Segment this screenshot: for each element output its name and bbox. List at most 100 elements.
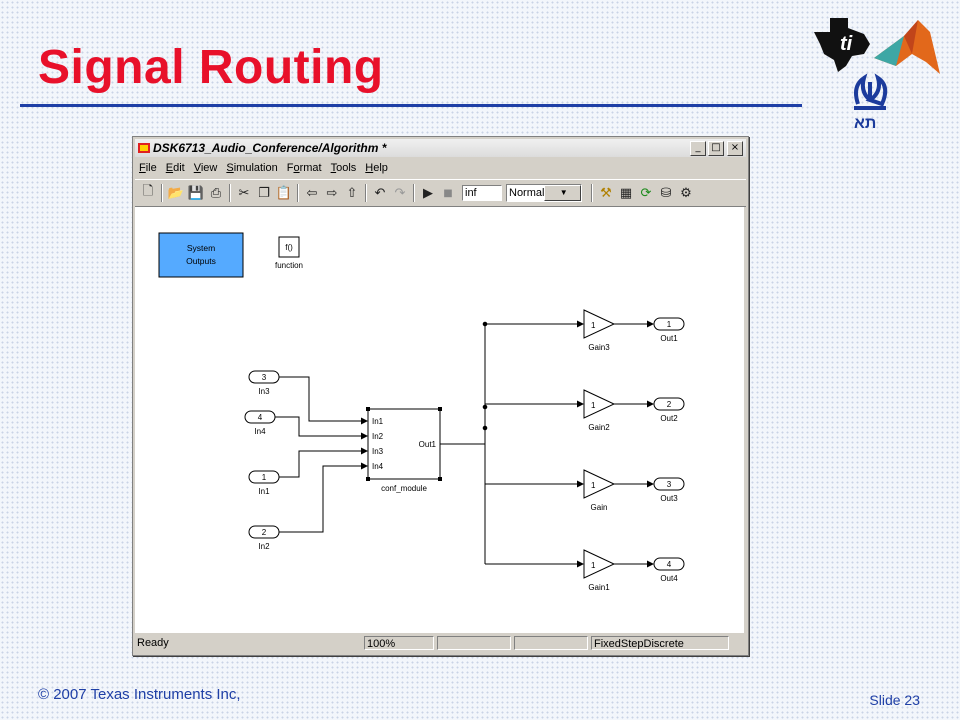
debugger-icon[interactable]: ⚙ [680, 185, 692, 201]
svg-text:Gain: Gain [591, 503, 608, 512]
outport-out2[interactable]: 2 Out2 [653, 397, 685, 423]
outport-out4[interactable]: 4 Out4 [653, 557, 685, 583]
svg-text:1: 1 [591, 401, 596, 410]
save-icon[interactable]: 💾 [187, 185, 205, 201]
inport-in3[interactable]: 3 In3 [248, 370, 280, 396]
menu-help[interactable]: Help [365, 162, 388, 174]
gain3-block[interactable]: 1 Gain3 [583, 309, 616, 352]
output-wires [440, 320, 654, 568]
function-call-block[interactable]: f() function [275, 236, 303, 270]
open-folder-icon[interactable]: 📂 [167, 185, 185, 201]
undo-icon[interactable]: ↶ [374, 185, 386, 201]
redo-icon[interactable]: ↷ [394, 185, 406, 201]
conf-module-subsystem[interactable]: In1 In2 In3 In4 Out1 conf_module [366, 407, 442, 493]
svg-text:Out1: Out1 [660, 334, 678, 343]
svg-text:Out2: Out2 [660, 414, 678, 423]
svg-text:1: 1 [667, 320, 672, 329]
svg-text:conf_module: conf_module [381, 484, 427, 493]
back-arrow-icon[interactable]: ⇦ [306, 185, 318, 201]
copy-icon[interactable]: ❐ [258, 185, 270, 201]
svg-text:In3: In3 [372, 447, 384, 456]
outport-out3[interactable]: 3 Out3 [653, 477, 685, 503]
solver-name: FixedStepDiscrete [591, 636, 729, 650]
svg-text:4: 4 [667, 560, 672, 569]
window-title: DSK6713_Audio_Conference/Algorithm * [153, 141, 387, 155]
inport-in1[interactable]: 1 In1 [248, 470, 280, 496]
library-browser-icon[interactable]: ▦ [619, 185, 633, 201]
chevron-down-icon: ▼ [544, 185, 581, 201]
gain1-block[interactable]: 1 Gain1 [583, 549, 616, 592]
svg-text:System: System [187, 243, 215, 253]
menu-tools[interactable]: Tools [330, 162, 357, 174]
toolbar: 🗋 📂 💾 ⎙ ✂ ❐ 📋 ⇦ ⇨ ⇧ ↶ ↷ ▶ ■ inf Normal ▼… [135, 179, 746, 207]
maximize-button[interactable]: □ [708, 140, 724, 156]
status-cell-empty [514, 636, 588, 650]
forward-arrow-icon[interactable]: ⇨ [326, 185, 338, 201]
stop-simulation-icon[interactable]: ■ [443, 187, 453, 199]
cut-icon[interactable]: ✂ [238, 185, 250, 201]
svg-text:1: 1 [262, 473, 267, 482]
close-button[interactable]: × [727, 140, 743, 156]
svg-text:In3: In3 [258, 387, 270, 396]
toolbar-separator [161, 184, 163, 202]
input-wires [275, 376, 368, 533]
svg-text:Gain2: Gain2 [588, 423, 610, 432]
svg-text:In4: In4 [372, 462, 384, 471]
svg-text:Outputs: Outputs [186, 256, 216, 266]
toolbar-separator [591, 184, 593, 202]
window-titlebar[interactable]: DSK6713_Audio_Conference/Algorithm * _ □… [135, 139, 746, 157]
diagram-canvas[interactable]: System Outputs f() function 3 In3 4 In4 [135, 207, 744, 633]
menu-format[interactable]: Format [286, 162, 322, 174]
toolbar-separator [229, 184, 231, 202]
title-underline [20, 104, 802, 107]
menu-file[interactable]: File [139, 162, 157, 174]
simulink-window: DSK6713_Audio_Conference/Algorithm * _ □… [132, 136, 749, 656]
svg-text:1: 1 [591, 321, 596, 330]
svg-text:תא: תא [854, 115, 876, 132]
svg-text:2: 2 [262, 528, 267, 537]
minimize-button[interactable]: _ [690, 140, 706, 156]
status-cell-empty [437, 636, 511, 650]
inport-in2[interactable]: 2 In2 [248, 525, 280, 551]
simulation-mode-select[interactable]: Normal ▼ [506, 184, 582, 202]
outport-out1[interactable]: 1 Out1 [653, 317, 685, 343]
svg-text:In4: In4 [254, 427, 266, 436]
menu-simulation[interactable]: Simulation [226, 162, 278, 174]
toolbar-separator [365, 184, 367, 202]
stop-time-input[interactable]: inf [462, 185, 502, 201]
update-diagram-icon[interactable]: ⟳ [640, 185, 652, 201]
inport-in4[interactable]: 4 In4 [244, 410, 276, 436]
svg-text:f(): f() [285, 243, 293, 252]
slide-title: Signal Routing [38, 41, 384, 94]
up-arrow-icon[interactable]: ⇧ [346, 185, 358, 201]
matlab-logo [874, 20, 940, 74]
svg-text:2: 2 [667, 400, 672, 409]
gain2-block[interactable]: 1 Gain2 [583, 389, 616, 432]
svg-text:In2: In2 [258, 542, 270, 551]
menu-bar: File Edit View Simulation Format Tools H… [135, 159, 746, 177]
toolbar-separator [297, 184, 299, 202]
start-simulation-icon[interactable]: ▶ [423, 185, 433, 201]
paste-icon[interactable]: 📋 [275, 185, 293, 201]
texas-instruments-logo: ti [814, 18, 870, 72]
svg-text:1: 1 [591, 561, 596, 570]
svg-text:Out4: Out4 [660, 574, 678, 583]
svg-text:In1: In1 [258, 487, 270, 496]
svg-text:ti: ti [840, 33, 853, 55]
status-text: Ready [137, 637, 169, 649]
menu-view[interactable]: View [193, 162, 218, 174]
gain-block[interactable]: 1 Gain [583, 469, 616, 512]
menu-edit[interactable]: Edit [165, 162, 185, 174]
build-icon[interactable]: ⚒ [600, 185, 612, 201]
system-outputs-block[interactable]: System Outputs [158, 232, 244, 278]
slide-number: Slide 23 [869, 692, 920, 708]
copyright-notice: © 2007 Texas Instruments Inc, [38, 686, 241, 703]
svg-text:3: 3 [262, 373, 267, 382]
svg-text:Gain3: Gain3 [588, 343, 610, 352]
svg-text:In2: In2 [372, 432, 384, 441]
model-explorer-icon[interactable]: ⛁ [660, 185, 672, 201]
svg-text:In1: In1 [372, 417, 384, 426]
zoom-level: 100% [364, 636, 434, 650]
new-file-icon[interactable]: 🗋 [142, 184, 154, 199]
print-icon[interactable]: ⎙ [210, 185, 222, 201]
